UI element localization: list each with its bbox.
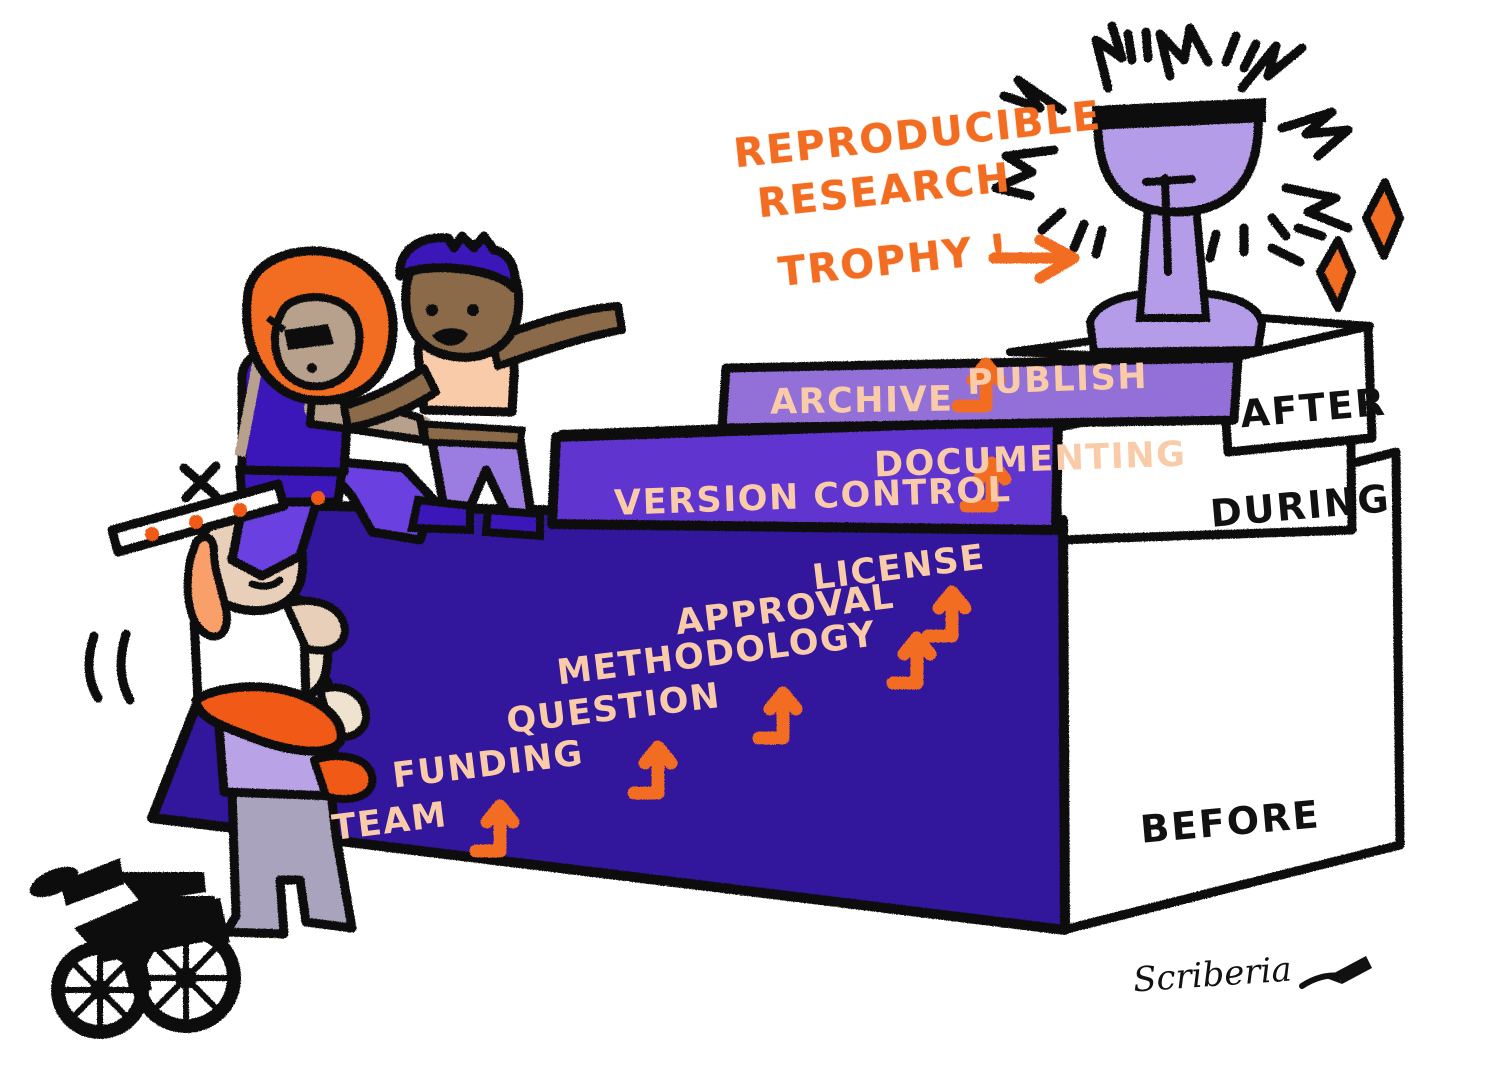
arrow-up-right-icon	[951, 363, 993, 413]
step-label-publish: PUBLISH	[966, 356, 1149, 404]
arrow-up-right-icon	[627, 746, 665, 800]
callout-arrow-right-icon	[988, 234, 1080, 284]
arrow-up-right-icon	[921, 591, 959, 643]
arrow-up-right-icon	[886, 637, 924, 690]
motion-marks-icon	[84, 629, 135, 705]
arrow-up-right-icon	[959, 462, 999, 513]
step-label-archive: ARCHIVE	[769, 379, 954, 423]
figure-climber-pointing	[340, 231, 626, 541]
sparkle-icon	[1316, 178, 1404, 312]
step-arrows	[469, 357, 1012, 858]
radiating-shine-icon	[991, 21, 1353, 267]
white-cane	[107, 461, 289, 557]
trophy	[991, 21, 1404, 356]
arrow-up-right-icon	[752, 692, 790, 745]
arrow-up-right-icon	[469, 805, 507, 858]
podium-side-faces	[1006, 314, 1405, 935]
pen-nib-icon	[1299, 956, 1372, 989]
wheelchair	[29, 858, 241, 1039]
